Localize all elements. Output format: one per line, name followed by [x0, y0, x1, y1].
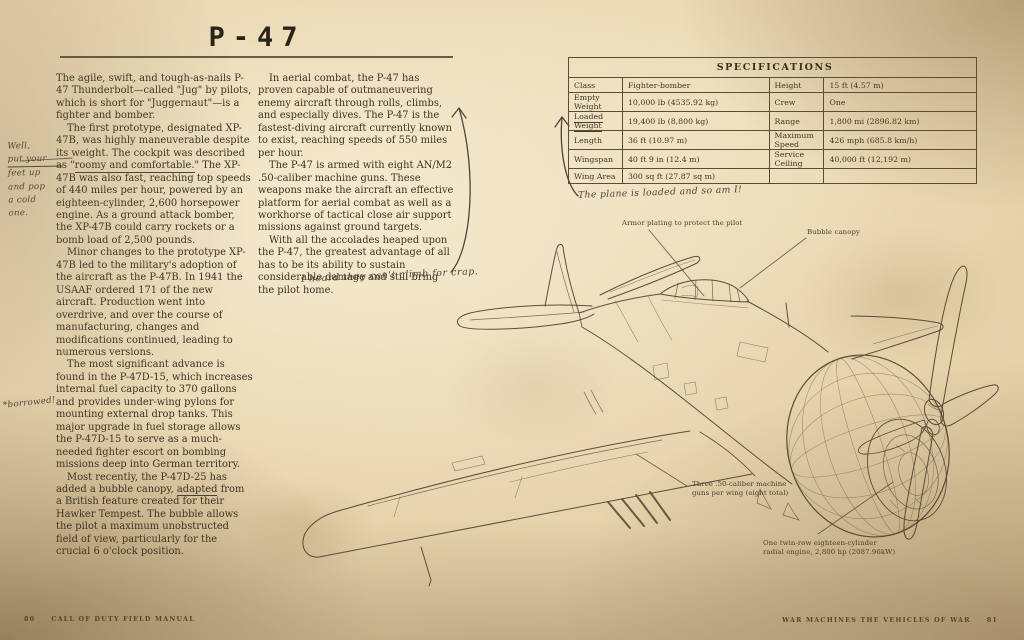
- loaded-note-handwritten: The plane is loaded and so am I!: [577, 184, 743, 201]
- page-number-left: 80: [24, 615, 36, 623]
- footer-left-text: CALL OF DUTY FIELD MANUAL: [51, 615, 195, 623]
- paragraph: The first prototype, designated XP-47B, …: [56, 122, 251, 246]
- callout-bubble-canopy: Bubble canopy: [807, 228, 860, 236]
- footer-right-text: WAR MACHINES THE VEHICLES OF WAR: [781, 616, 971, 624]
- page-number-right: 81: [986, 616, 998, 624]
- table-row: Empty Weight 10,000 lb (4535.92 kg) Crew…: [568, 92, 977, 112]
- margin-note-handwritten: Well, put your feet up and pop a cold on…: [7, 140, 64, 221]
- machine-gun-barrels: [607, 491, 671, 529]
- hand-underlined-word: adapted: [176, 483, 218, 497]
- cowl-front-opening: [866, 418, 948, 522]
- engine-callout-line: [817, 481, 894, 535]
- canopy-callout-line: [739, 237, 807, 289]
- table-row: Length 36 ft (10.97 m) Maximum Speed 426…: [568, 130, 977, 150]
- guns-callout-line: [635, 453, 688, 487]
- paragraph: The P-47 is armed with eight AN/M2 .50-c…: [258, 160, 454, 234]
- hand-underlined-phrase: roomy and comfortable.: [74, 160, 195, 173]
- tail-assembly: [456, 244, 701, 415]
- right-wing: [850, 315, 944, 360]
- table-row: Loaded Weight 19,400 lb (8,800 kg) Range…: [568, 111, 977, 132]
- bubble-canopy: [659, 279, 750, 303]
- pitot-tube: [420, 546, 432, 587]
- pilot-armor-headrest: [680, 285, 699, 298]
- callout-machine-guns: Three .50-caliber machine guns per wing …: [692, 480, 789, 497]
- left-wing: [302, 430, 756, 587]
- loaded-weight-hand-underline: Loaded Weight: [574, 112, 604, 132]
- paragraph: The most significant advance is found in…: [56, 359, 253, 471]
- antenna-mast: [785, 302, 790, 328]
- spinner-hub: [923, 398, 945, 436]
- engine-cowling: [756, 354, 950, 538]
- footer-left: 80 CALL OF DUTY FIELD MANUAL: [24, 615, 195, 623]
- article-column-2: In aerial combat, the P-47 has proven ca…: [258, 73, 456, 297]
- callout-radial-engine: One twin-row eighteen-cylinder radial en…: [763, 539, 896, 556]
- paragraph: With all the accolades heaped upon the P…: [258, 234, 450, 296]
- paragraph: In aerial combat, the P-47 has proven ca…: [258, 73, 452, 159]
- specs-title: SPECIFICATIONS: [568, 57, 977, 78]
- armor-callout-line: [648, 229, 705, 297]
- table-row: Wingspan 40 ft 9 in (12.4 m) Service Cei…: [568, 149, 977, 169]
- footer-right: WAR MACHINES THE VEHICLES OF WAR 81: [782, 616, 998, 624]
- table-row: Wing Area 300 sq ft (27.87 sq m): [568, 168, 977, 184]
- borrowed-note-handwritten: *borrowed!: [2, 395, 57, 411]
- page-title: P-47: [208, 22, 306, 53]
- paragraph: Minor changes to the prototype XP-47B le…: [56, 247, 246, 358]
- callout-armor-plating: Armor plating to protect the pilot: [622, 219, 743, 227]
- paragraph: Most recently, the P-47D-25 has added a …: [56, 471, 245, 558]
- propeller: [857, 265, 999, 540]
- table-row: Class Fighter-bomber Height 15 ft (4.57 …: [568, 77, 977, 93]
- paragraph: The agile, swift, and tough-as-nails P-4…: [56, 73, 252, 122]
- fuselage: [578, 293, 829, 485]
- specifications-table: SPECIFICATIONS Class Fighter-bomber Heig…: [568, 57, 977, 184]
- title-rule: [60, 56, 453, 58]
- article-column-1: The agile, swift, and tough-as-nails P-4…: [56, 73, 253, 559]
